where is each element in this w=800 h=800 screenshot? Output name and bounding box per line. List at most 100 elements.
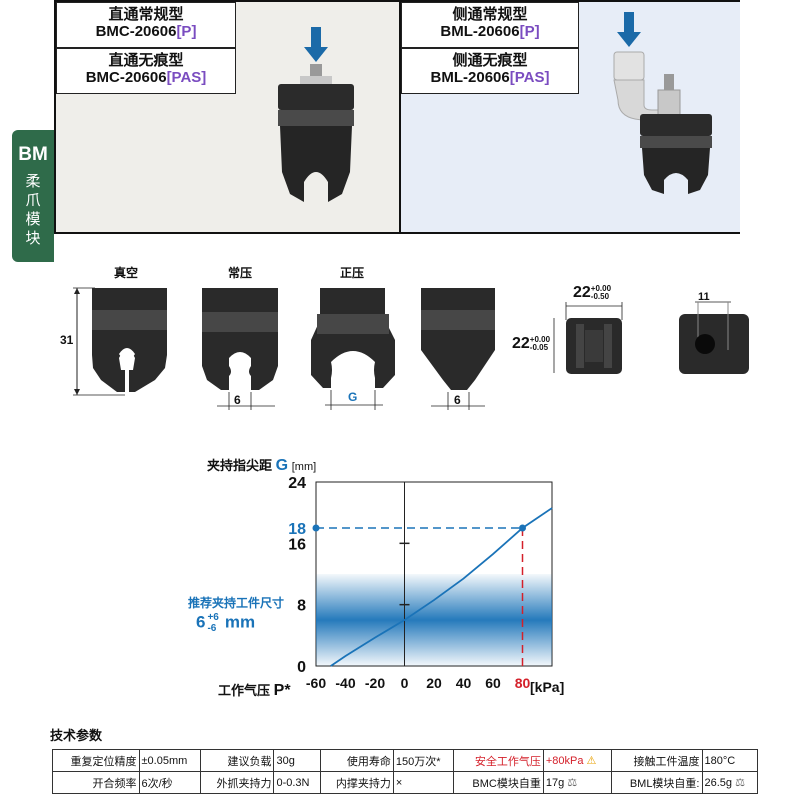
spec-value: +80kPa <box>545 755 584 767</box>
product-banner: 直通常规型 BMC-20606[P] 直通无痕型 BMC-20606[PAS] … <box>54 0 740 234</box>
spec-key: 接触工件温度 <box>610 749 703 772</box>
bml-standard-code: BML-20606 <box>440 23 520 40</box>
bmc-nomark-title: 直通无痕型 <box>108 52 184 69</box>
bmc-standard-suffix: [P] <box>176 23 197 40</box>
positive-finger-drawing <box>311 288 395 410</box>
x-tick-label: 0 <box>401 675 409 691</box>
bmc-standard-code: BMC-20606 <box>95 23 177 40</box>
spec-value: 0-0.3N <box>273 771 321 794</box>
chart-xlabel-main: 工作气压 <box>218 683 271 698</box>
side-tab-brand: BM <box>18 144 48 165</box>
table-row: 重复定位精度 ±0.05mm 建议负载 30g 使用寿命 150万次* 安全工作… <box>52 749 758 772</box>
bmc-nomark-suffix: [PAS] <box>166 69 207 86</box>
x-tick-label: -20 <box>365 675 385 691</box>
dim-width-22: 22+0.00-0.50 <box>573 284 611 302</box>
chart-title-unit: [mm] <box>291 461 317 473</box>
bml-nomark-label: 侧通无痕型 BML-20606[PAS] <box>401 48 579 94</box>
spec-value: × <box>392 771 455 794</box>
bml-standard-label: 侧通常规型 BML-20606[P] <box>401 2 579 48</box>
annotation-unit: mm <box>224 612 256 632</box>
side-category-tab: BM 柔 爪 模 块 <box>12 130 54 262</box>
dim-width-22-tol-dn: -0.50 <box>590 291 610 301</box>
spec-key: 内撑夹持力 <box>319 771 394 794</box>
chart-xlabel: 工作气压 P* <box>218 680 291 700</box>
bml-gripper-image <box>613 12 712 194</box>
highlight-point-axis <box>312 524 320 532</box>
dim-height-22-tol-up: +0.00 <box>529 334 551 344</box>
y-tick-label: 16 <box>288 536 306 553</box>
side-tab-char: 柔 <box>25 173 41 190</box>
dim-width-22-value: 22 <box>573 284 591 301</box>
bml-nomark-title: 侧通无痕型 <box>452 52 528 69</box>
specs-title: 技术参数 <box>50 728 103 743</box>
bmc-panel: 直通常规型 BMC-20606[P] 直通无痕型 BMC-20606[PAS] <box>56 2 399 232</box>
spec-value: 26.5g <box>704 777 733 789</box>
y-tick-label: 8 <box>297 598 306 615</box>
dim-width-11: 11 <box>698 291 710 303</box>
spec-value: 180°C <box>701 749 758 772</box>
top-view-drawing <box>553 302 623 374</box>
mode-vacuum-label: 真空 <box>113 266 138 280</box>
bml-panel: 侧通常规型 BML-20606[P] 侧通无痕型 BML-20606[PAS] <box>399 2 740 232</box>
annotation-title: 推荐夹持工件尺寸 <box>188 596 285 610</box>
spec-value: 150万次* <box>392 749 455 772</box>
warning-icon: ⚠ <box>586 755 597 767</box>
spec-value-weight: 26.5g ⚖ <box>701 771 758 794</box>
x-tick-label: 60 <box>485 675 501 691</box>
spec-value-weight: 17g ⚖ <box>542 771 612 794</box>
down-arrow-icon <box>304 27 328 62</box>
x-tick-label: 40 <box>456 675 472 691</box>
series-line <box>330 507 553 667</box>
spec-value: ±0.05mm <box>138 749 202 772</box>
spec-value: 30g <box>273 749 321 772</box>
dim-height-31: 31 <box>60 333 74 347</box>
chart-title-main: 夹持指尖距 <box>207 458 273 473</box>
x-tick-label: 80 <box>515 675 531 691</box>
spec-key: 建议负载 <box>200 749 275 772</box>
annotation-tol-up: +6 <box>207 612 219 623</box>
bml-standard-title: 侧通常规型 <box>452 6 528 23</box>
y-tick-label: 18 <box>288 521 306 538</box>
bml-standard-suffix: [P] <box>519 23 540 40</box>
mode-positive-label: 正压 <box>339 266 364 280</box>
x-tick-label: -40 <box>335 675 355 691</box>
chart-title: 夹持指尖距 G [mm] <box>207 455 316 475</box>
bmc-standard-label: 直通常规型 BMC-20606[P] <box>56 2 236 48</box>
spec-key: 开合频率 <box>52 771 140 794</box>
pointed-finger-drawing <box>421 288 495 410</box>
spec-key: BMC模块自重 <box>453 771 544 794</box>
bmc-gripper-image <box>278 27 354 204</box>
weight-icon: ⚖ <box>735 777 745 789</box>
dim-height-22: 22+0.00-0.05 <box>512 335 550 353</box>
side-tab-char: 模 <box>25 211 41 228</box>
chart-xlabel-p: P* <box>273 682 291 699</box>
y-tick-label: 0 <box>297 659 306 676</box>
side-tab-char: 块 <box>25 230 41 247</box>
spec-value: 17g <box>545 777 565 789</box>
highlight-point <box>519 524 526 532</box>
bml-nomark-suffix: [PAS] <box>509 69 550 86</box>
x-tick-label: 20 <box>426 675 442 691</box>
vacuum-finger-drawing <box>73 287 167 396</box>
spec-key: BML模块自重: <box>610 771 703 794</box>
specs-table: 重复定位精度 ±0.05mm 建议负载 30g 使用寿命 150万次* 安全工作… <box>52 749 758 794</box>
weight-icon: ⚖ <box>567 777 578 789</box>
bmc-nomark-code: BMC-20606 <box>85 69 167 86</box>
mode-normal-label: 常压 <box>227 266 252 280</box>
dim-g: G <box>348 390 358 404</box>
chart-title-g: G <box>275 457 289 474</box>
spec-value-warning: +80kPa ⚠ <box>542 749 612 772</box>
annotation-value-num: 6 <box>196 612 206 632</box>
bottom-view-drawing <box>679 301 749 374</box>
dim-height-22-value: 22 <box>512 335 530 352</box>
table-row: 开合频率 6次/秒 外抓夹持力 0-0.3N 内撑夹持力 × BMC模块自重 1… <box>52 771 758 794</box>
spec-key: 外抓夹持力 <box>200 771 275 794</box>
spec-key: 重复定位精度 <box>52 749 140 772</box>
down-arrow-icon <box>617 12 641 47</box>
y-tick-label: 24 <box>288 475 306 492</box>
dim-width-22-tol-up: +0.00 <box>590 283 612 293</box>
side-tab-char: 爪 <box>25 192 41 209</box>
bml-nomark-code: BML-20606 <box>430 69 510 86</box>
